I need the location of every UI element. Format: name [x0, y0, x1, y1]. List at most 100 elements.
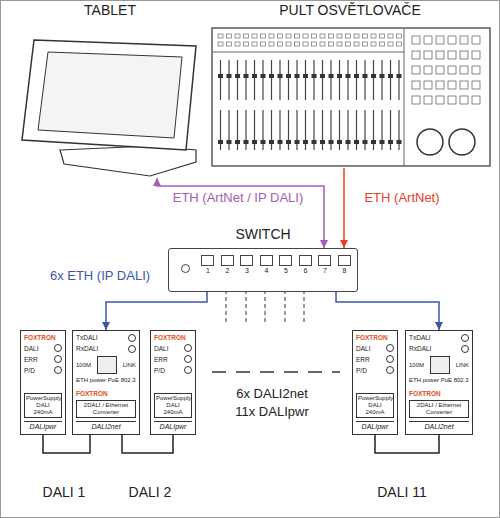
device-group: PULT OSVĚTLOVAČE: [208, 2, 492, 168]
brand-logo: FOXTRON: [24, 334, 62, 341]
console-button: [346, 42, 351, 46]
fader-slot: [220, 60, 221, 100]
console-button: [397, 42, 402, 46]
fader-knob: [303, 74, 308, 78]
console-key: [436, 96, 444, 104]
console-key: [436, 81, 444, 89]
led: [184, 366, 192, 374]
led-row: DALI: [356, 344, 394, 352]
console-key: [472, 51, 480, 59]
port-label: LINK: [456, 362, 469, 369]
converter-module: TxDALIRxDALI100MLINKETH power PoE 802.3F…: [405, 330, 473, 435]
dashed-line: [304, 290, 305, 322]
model-name: DALIpwr: [24, 421, 62, 431]
fader-knob: [371, 140, 376, 144]
console-button: [346, 34, 351, 38]
module-caption: 2DALI / Ethernet Converter: [409, 400, 469, 418]
fader-slot: [364, 60, 365, 100]
fader-slot: [381, 60, 382, 100]
device-heading: TABLET: [20, 2, 200, 18]
tablet-screen: [38, 52, 182, 138]
fader-knob: [363, 140, 368, 144]
fader-slot: [288, 60, 289, 100]
fader-knob: [337, 140, 342, 144]
fader-knob: [397, 140, 402, 144]
fader-slot: [228, 60, 229, 100]
console-wheel: [449, 129, 475, 155]
console-button: [388, 42, 393, 46]
port-label: LINK: [123, 362, 136, 369]
console-button: [244, 34, 249, 38]
port-lines: [226, 290, 304, 322]
console-key: [424, 51, 432, 59]
console-key: [448, 66, 456, 74]
console-button: [218, 42, 223, 46]
ethernet-port: [260, 255, 273, 266]
console-button: [286, 34, 291, 38]
led-row: TxDALI: [76, 334, 136, 342]
console-button: [329, 34, 334, 38]
led-label: RxDALI: [76, 345, 98, 352]
led-label: TxDALI: [409, 334, 431, 341]
fader-knob: [227, 74, 232, 78]
ethernet-port: [279, 255, 292, 266]
fader-knob: [320, 74, 325, 78]
fader-knob: [337, 74, 342, 78]
power-supply-module: FOXTRONDALIERRP/DPowerSupply DALI 240mAD…: [352, 330, 398, 435]
fader-knob: [269, 140, 274, 144]
fader-knob: [261, 140, 266, 144]
console-key: [412, 51, 420, 59]
console-button: [227, 42, 232, 46]
led-label: RxDALI: [409, 345, 431, 352]
console-key: [412, 66, 420, 74]
dashed-separator: [212, 371, 340, 373]
console-button: [363, 42, 368, 46]
console-button: [329, 42, 334, 46]
led: [184, 355, 192, 363]
fader-slot: [296, 60, 297, 100]
fader-knob: [286, 140, 291, 144]
console-button: [371, 34, 376, 38]
console-button: [388, 34, 393, 38]
console-button: [244, 42, 249, 46]
module-caption: 2DALI / Ethernet Converter: [76, 400, 136, 418]
led-row: P/D: [24, 366, 62, 374]
led: [128, 334, 136, 342]
console-key: [436, 51, 444, 59]
fader-knob: [388, 140, 393, 144]
led: [386, 366, 394, 374]
console-button: [235, 42, 240, 46]
console-button: [337, 42, 342, 46]
console-button: [397, 34, 402, 38]
fader-knob: [218, 140, 223, 144]
fader-slot: [339, 60, 340, 100]
console-key: [472, 66, 480, 74]
console-button: [320, 42, 325, 46]
model-name: DALI2net: [409, 421, 469, 431]
led-row: TxDALI: [409, 334, 469, 342]
console-button: [354, 42, 359, 46]
fader-slot: [237, 60, 238, 100]
fader-slot: [279, 60, 280, 100]
fader-knob: [346, 140, 351, 144]
fader-knob: [252, 74, 257, 78]
console-button: [278, 34, 283, 38]
console-wheel: [417, 129, 443, 155]
led-label: DALI: [154, 345, 168, 352]
fader-knob: [252, 140, 257, 144]
fader-knob: [312, 140, 317, 144]
network-switch: SWITCH: [168, 226, 358, 292]
fader-knob: [235, 74, 240, 78]
led: [54, 344, 62, 352]
console-key: [460, 81, 468, 89]
fader-knob: [397, 74, 402, 78]
led: [386, 344, 394, 352]
tablet-stand: [60, 146, 196, 176]
dashed-line: [226, 290, 227, 322]
led-row: ERR: [154, 355, 192, 363]
fader-knob: [380, 74, 385, 78]
ethernet-port: [201, 255, 214, 266]
fader-slot: [313, 60, 314, 100]
console-key: [460, 66, 468, 74]
